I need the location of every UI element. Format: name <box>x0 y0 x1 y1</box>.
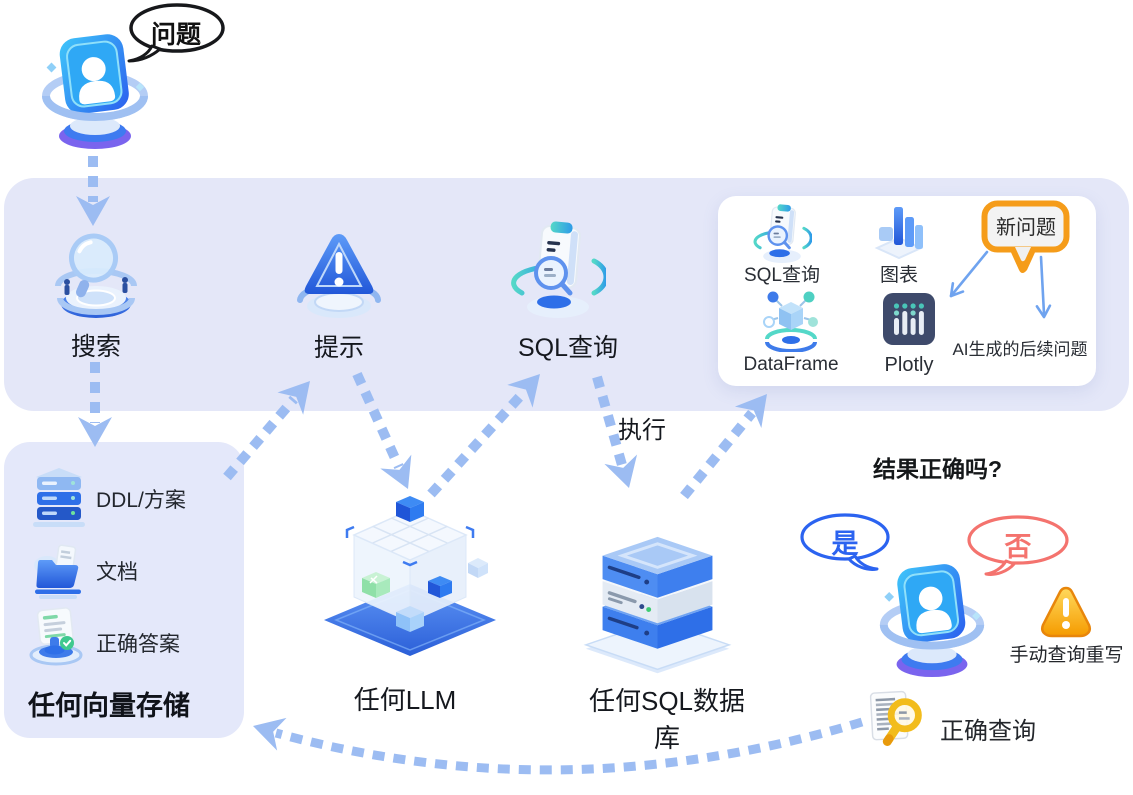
arrow-db-to-card <box>680 409 756 500</box>
prompt-warning-icon <box>296 228 382 326</box>
output-card-content: SQL查询 图表 <box>718 196 1096 386</box>
doc-magnifier-icon <box>860 688 934 760</box>
vector-store-title: 任何向量存储 <box>28 691 190 721</box>
dataframe-cube-icon <box>762 286 820 352</box>
warning-triangle-icon <box>1038 583 1094 641</box>
step-search-label: 搜索 <box>70 333 121 361</box>
llm-label: 任何LLM <box>353 685 457 715</box>
card-chart-label: 图表 <box>879 265 918 286</box>
server-stack-icon <box>30 466 88 528</box>
yes-speech-bubble <box>799 512 895 574</box>
plotly-logo-icon <box>883 293 935 345</box>
search-magnifier-icon <box>50 224 142 324</box>
verified-answer-icon <box>26 604 88 666</box>
bar-chart-icon <box>874 200 924 264</box>
question-bubble-label: 问题 <box>150 21 201 49</box>
floating-cube-decor <box>466 556 490 580</box>
correct-query-label: 正确查询 <box>940 718 1036 745</box>
user-avatar-icon <box>876 558 988 680</box>
arrow-correctquery-to-vectorstore <box>274 717 864 775</box>
sql-query-doc-icon <box>510 221 606 323</box>
vector-item-ddl-label: DDL/方案 <box>96 489 186 512</box>
user-avatar-icon <box>40 28 150 152</box>
vector-store-content: DDL/方案 文档 <box>4 442 244 738</box>
vector-item-docs-label: 文档 <box>96 561 138 584</box>
yes-label: 是 <box>831 529 859 559</box>
card-dataframe-label: DataFrame <box>743 354 839 375</box>
no-label: 否 <box>1004 532 1032 562</box>
manual-rewrite-label: 手动查询重写 <box>1009 645 1124 666</box>
followup-caption: AI生成的后续问题 <box>952 340 1088 359</box>
database-stack-icon <box>580 495 735 675</box>
vector-item-answer-label: 正确答案 <box>96 633 180 656</box>
review-question: 结果正确吗? <box>872 456 1003 482</box>
question-speech-bubble <box>124 1 226 65</box>
llm-cube-icon <box>318 488 503 670</box>
folder-docs-icon <box>30 538 88 600</box>
step-sqlquery-label: SQL查询 <box>517 334 619 362</box>
new-question-label: 新问题 <box>996 217 1056 239</box>
card-plotly-label: Plotly <box>884 354 934 376</box>
sql-query-doc-icon <box>752 204 812 266</box>
card-sqlquery-label: SQL查询 <box>743 265 821 286</box>
step-prompt-label: 提示 <box>313 334 364 362</box>
new-question-bubble <box>981 200 1071 280</box>
sql-db-label: 任何SQL数据库 <box>588 686 746 753</box>
no-speech-bubble <box>966 514 1070 578</box>
execute-edge-label: 执行 <box>618 417 666 444</box>
